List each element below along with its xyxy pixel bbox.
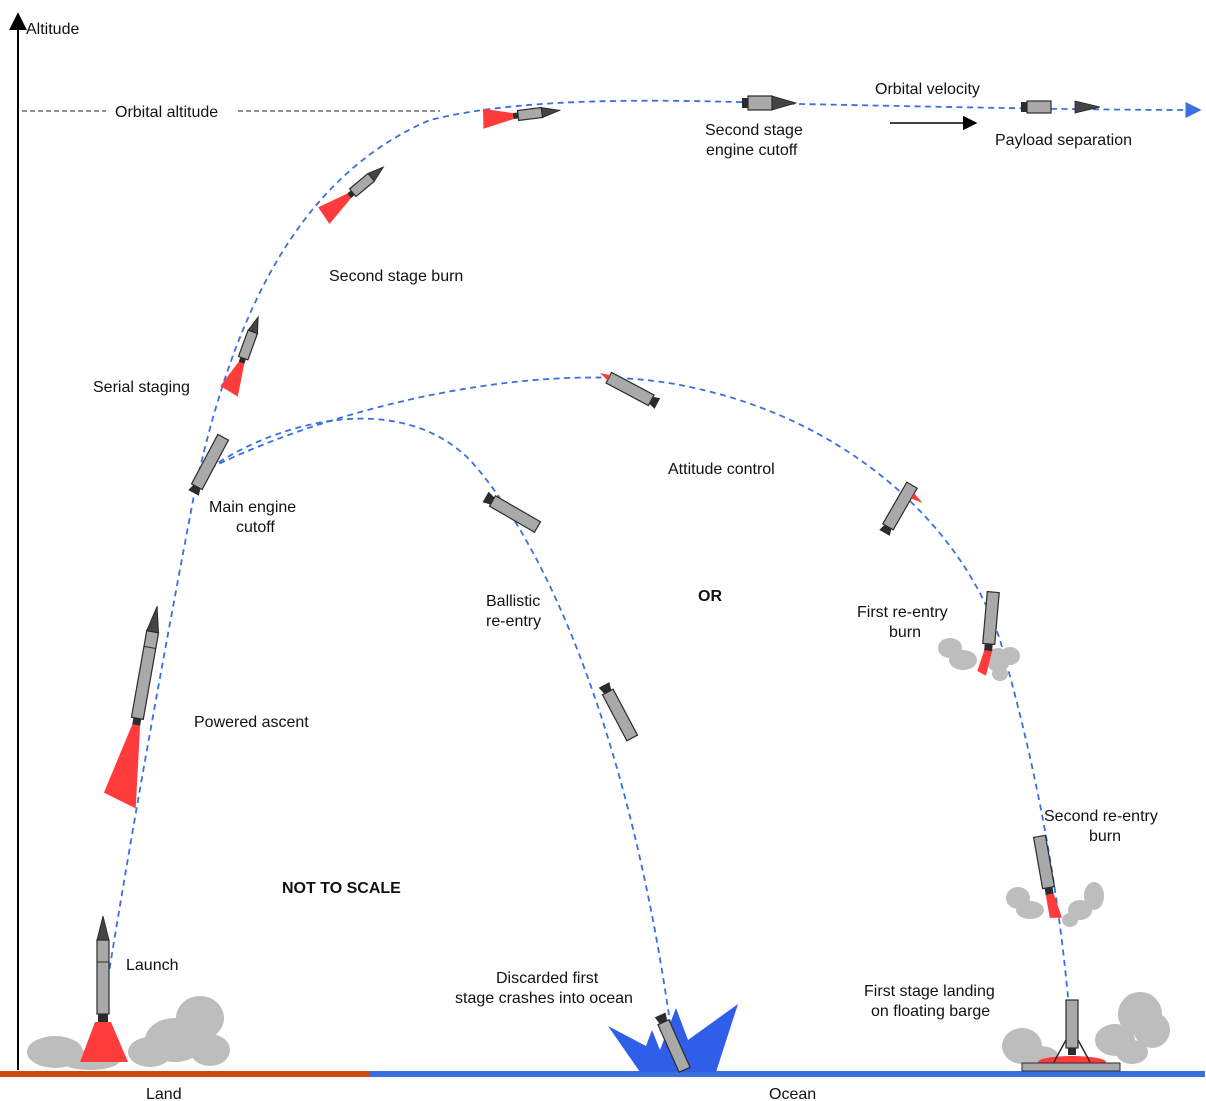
attitude-control-stage [879,481,923,536]
second-stage-ignition [220,315,259,397]
seco-label-line2: engine cutoff [706,142,798,159]
land-strip [0,1071,369,1077]
launch-label: Launch [126,957,179,974]
altitude-axis-label: Altitude [26,21,79,38]
first-reentry-label-line1: First re-entry [857,604,948,621]
ocean-label: Ocean [769,1086,816,1101]
rocket-powered-ascent [103,605,160,809]
meco-label-line1: Main engine [209,499,296,516]
payload-separation-label: Payload separation [995,132,1132,149]
meco-label-line2: cutoff [236,519,275,536]
ballistic-label-line2: re-entry [486,613,541,630]
ballistic-stage-upper [482,491,542,534]
crash-label-line1: Discarded first [496,970,599,987]
powered-ascent-label: Powered ascent [194,714,309,731]
second-stage-near-orbit [483,106,562,129]
second-stage-burn-label: Second stage burn [329,268,463,285]
orbital-velocity-label: Orbital velocity [875,81,980,98]
ascent-trajectory [102,99,1202,1011]
boostback-trajectory [209,376,1071,1021]
landing-smoke [1002,992,1170,1066]
first-stage-meco [188,433,230,496]
second-reentry-smoke [1006,882,1104,927]
second-reentry-label-line2: burn [1089,828,1121,845]
landing-label-line1: First stage landing [864,983,995,1000]
spent-second-stage [1021,100,1052,114]
boostback-stage [599,371,661,409]
first-reentry-label-line2: burn [889,624,921,641]
landing-label-line2: on floating barge [871,1003,990,1020]
not-to-scale-label: NOT TO SCALE [282,880,401,897]
crashed-stage [654,1012,691,1073]
ballistic-stage-lower [598,682,639,742]
seco-label-line1: Second stage [705,122,803,139]
or-label: OR [698,588,722,605]
second-reentry-label-line1: Second re-entry [1044,808,1158,825]
second-reentry-stage [1032,834,1062,918]
payload [1074,100,1101,114]
first-reentry-stage [977,590,1000,676]
land-label: Land [146,1086,182,1101]
second-stage-burn-rocket [318,166,385,225]
crash-label-line2: stage crashes into ocean [455,990,633,1007]
first-reentry-smoke [938,638,1020,681]
ballistic-label-line1: Ballistic [486,593,540,610]
rocket-on-pad [80,915,128,1062]
orbital-altitude-label: Orbital altitude [115,104,218,121]
landed-stage [1053,999,1091,1063]
second-stage-cutoff [742,95,798,111]
launch-smoke [27,996,230,1070]
ocean-strip [369,1071,1205,1077]
attitude-control-label: Attitude control [668,461,775,478]
serial-staging-label: Serial staging [93,379,190,396]
